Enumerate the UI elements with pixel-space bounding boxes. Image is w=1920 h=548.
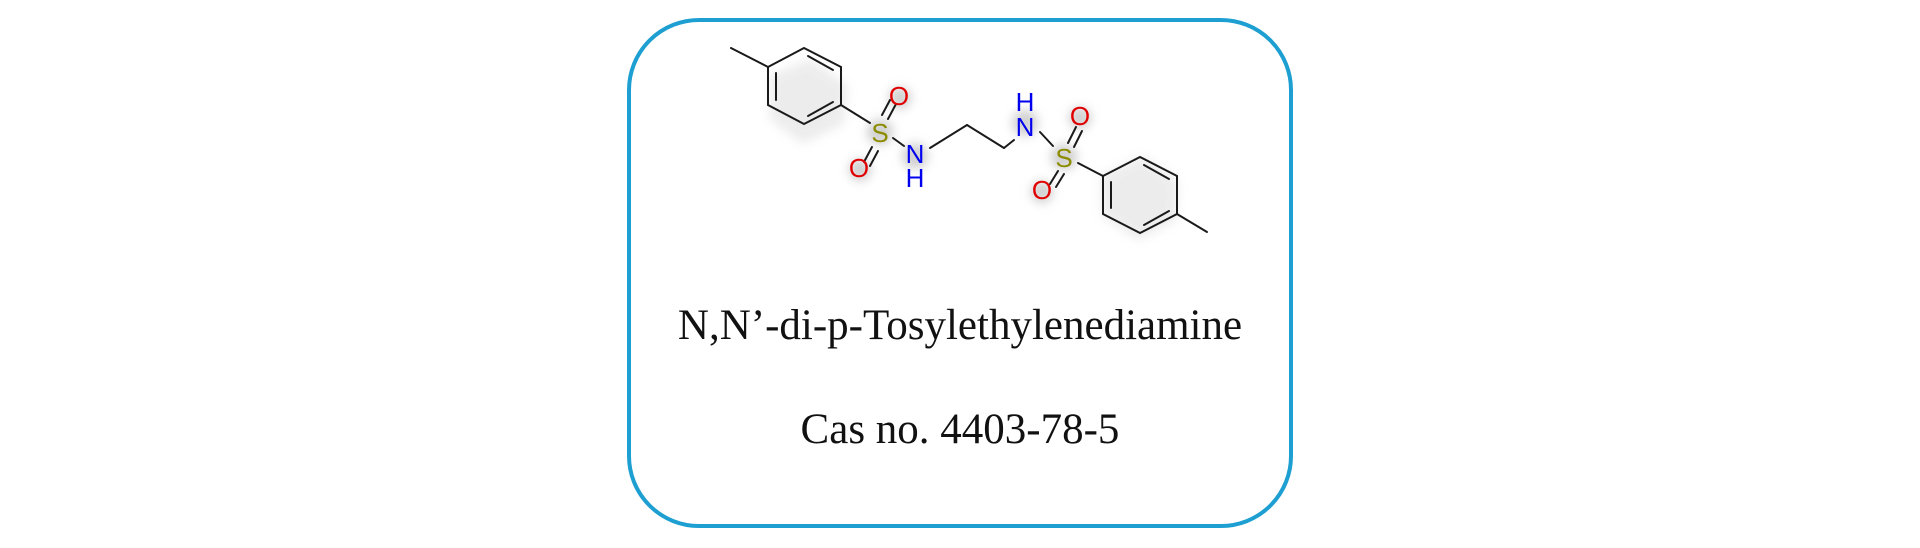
compound-card xyxy=(627,18,1293,528)
cas-number: Cas no. 4403-78-5 xyxy=(800,406,1120,453)
compound-name: N,N’-di-p-Tosylethylenediamine xyxy=(677,302,1243,349)
